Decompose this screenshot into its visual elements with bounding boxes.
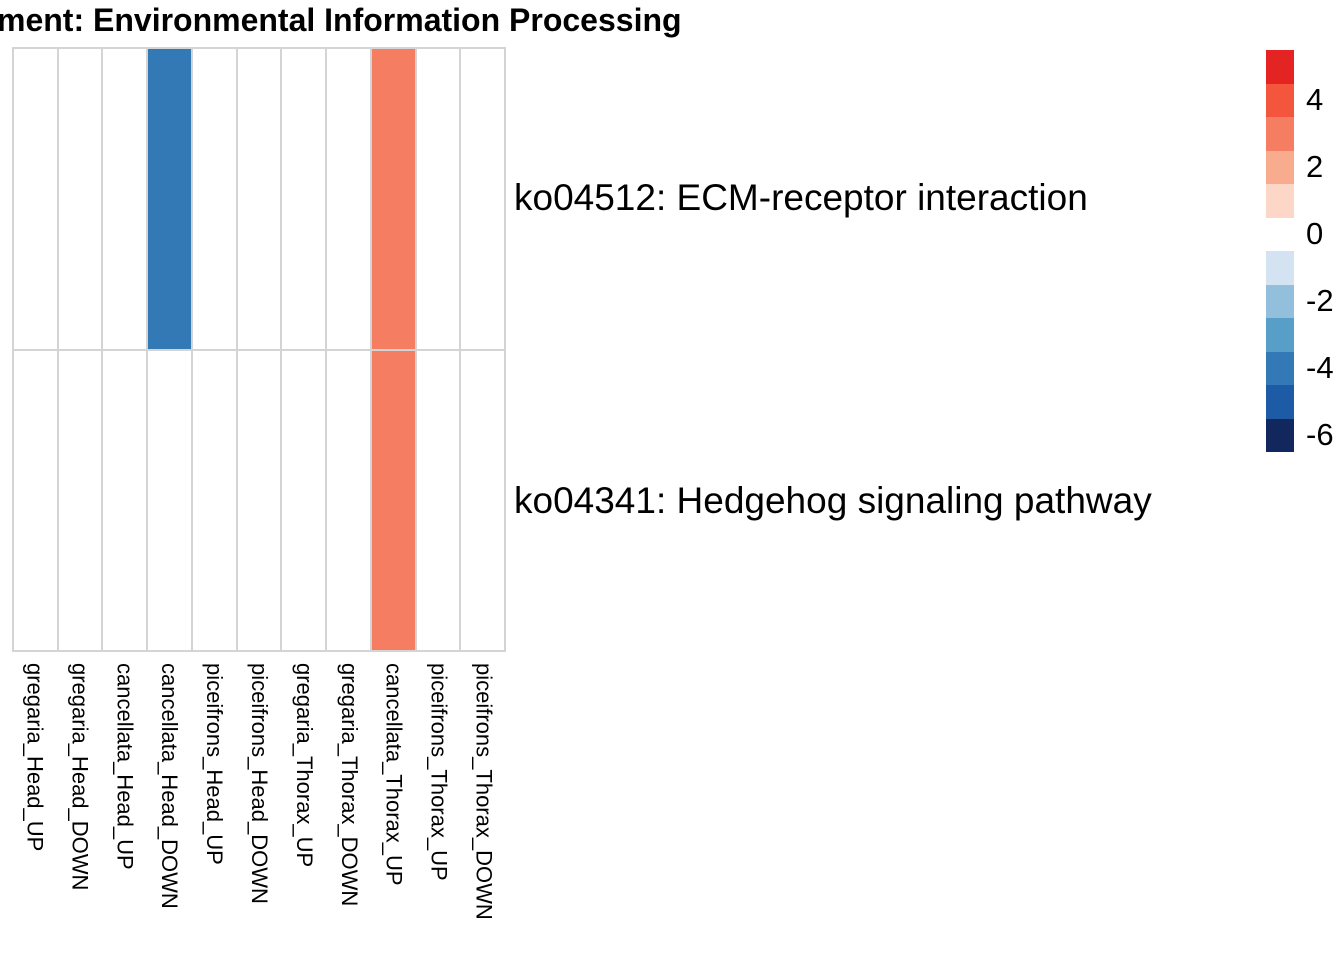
legend-tick-label: -6 [1306,417,1334,453]
legend-tick-label: 4 [1306,82,1324,118]
heatmap-cell [371,49,415,349]
column-label-text: gregaria_Thorax_DOWN [336,663,362,907]
heatmap-cell [58,350,102,650]
legend-color-block [1266,351,1294,385]
legend-tick-label: -4 [1306,350,1334,386]
column-label-text: piceifrons_Thorax_UP [426,663,452,881]
column-axis-labels: gregaria_Head_UP gregaria_Head_DOWN cancel… [12,663,506,958]
legend-tick-label: 2 [1306,149,1324,185]
column-label-text: piceifrons_Head_DOWN [246,663,272,904]
legend-color-block [1266,251,1294,285]
column-label-text: piceifrons_Head_UP [202,663,228,865]
column-label: gregaria_Thorax_UP [281,663,326,958]
heatmap-cell [327,49,370,349]
heatmap-cell [237,49,281,349]
legend-tick-label: -2 [1306,283,1334,319]
legend-color-block [1266,117,1294,151]
plot-title: ment: Environmental Information Processi… [0,2,682,38]
heatmap-cell [14,49,57,349]
heatmap-cell [282,49,326,349]
heatmap-cell [282,350,326,650]
heatmap-cell [14,350,57,650]
heatmap-grid [12,47,506,652]
column-label-text: gregaria_Thorax_UP [291,663,317,868]
column-label: cancellata_Head_UP [102,663,147,958]
heatmap-cell [416,49,460,349]
legend-color-block [1266,385,1294,419]
heatmap-cell [103,49,147,349]
heatmap-cell [103,350,147,650]
heatmap-cell [148,350,191,650]
column-label-text: gregaria_Head_UP [22,663,48,852]
column-label: piceifrons_Head_UP [192,663,237,958]
column-label: cancellata_Thorax_UP [371,663,416,958]
legend-color-block [1266,184,1294,218]
column-label: piceifrons_Thorax_DOWN [461,663,506,958]
legend-color-block [1266,50,1294,84]
legend-color-block [1266,217,1294,251]
legend-color-block [1266,318,1294,352]
legend-color-block [1266,150,1294,184]
legend-color-block [1266,284,1294,318]
heatmap-cell [58,49,102,349]
column-label: cancellata_Head_DOWN [147,663,192,958]
heatmap-cell [192,49,236,349]
heatmap-cell [237,350,281,650]
color-scale-legend [1266,50,1294,452]
row-label: ko04512: ECM-receptor interaction [514,177,1088,219]
column-label-text: cancellata_Head_UP [112,663,138,870]
column-label: gregaria_Head_DOWN [57,663,102,958]
row-label: ko04341: Hedgehog signaling pathway [514,479,1152,521]
column-label-text: gregaria_Head_DOWN [67,663,93,891]
heatmap-cell [148,49,191,349]
heatmap-cell [416,350,460,650]
legend-color-block [1266,83,1294,117]
heatmap-cell [327,350,370,650]
legend-tick-label: 0 [1306,216,1324,252]
column-label: piceifrons_Thorax_UP [416,663,461,958]
heatmap-cell [461,49,504,349]
heatmap-cell [192,350,236,650]
column-label-text: cancellata_Thorax_UP [381,663,407,886]
column-label-text: cancellata_Head_DOWN [157,663,183,909]
column-label: piceifrons_Head_DOWN [237,663,282,958]
column-label-text: piceifrons_Thorax_DOWN [471,663,497,920]
heatmap-cell [461,350,504,650]
column-label: gregaria_Thorax_DOWN [326,663,371,958]
legend-color-block [1266,418,1294,452]
heatmap-cell [371,350,415,650]
column-label: gregaria_Head_UP [12,663,57,958]
